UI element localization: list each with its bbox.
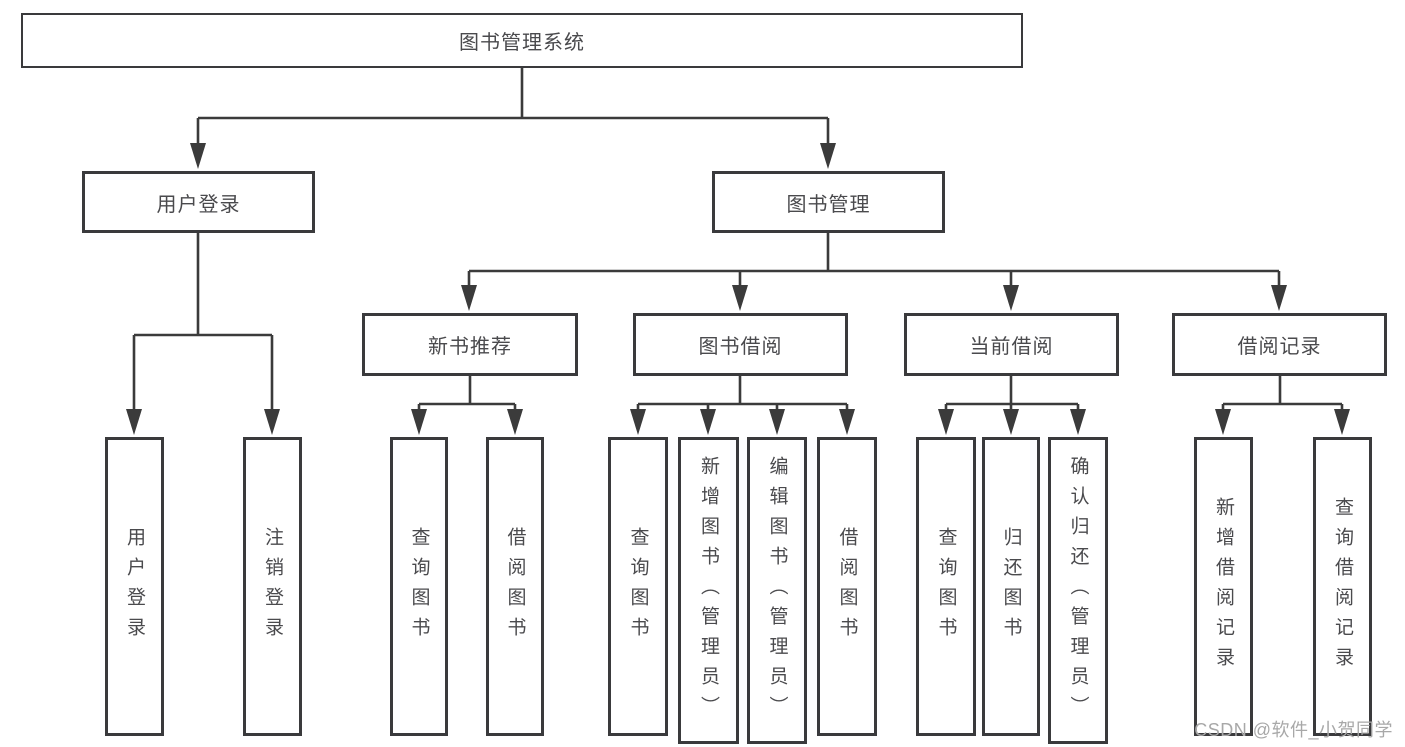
wire-currentborrow-to-leaves	[944, 376, 1080, 411]
arrow-down-icon	[264, 409, 280, 435]
leaf-confirm-return-admin: 确认归还（管理员）	[1048, 437, 1108, 744]
arrow-down-icon	[769, 409, 785, 435]
leaf-recommend-query-book: 查询图书	[390, 437, 448, 736]
leaf-borrow-query-book: 查询图书	[608, 437, 668, 736]
leaf-current-query-book: 查询图书	[916, 437, 976, 736]
wire-root-to-level2	[196, 68, 830, 145]
node-user-login: 用户登录	[82, 171, 315, 233]
leaf-query-borrow-record: 查询借阅记录	[1313, 437, 1372, 736]
leaf-borrow-borrow-book: 借阅图书	[817, 437, 877, 736]
node-current-borrow: 当前借阅	[904, 313, 1119, 376]
node-library-management-system: 图书管理系统	[21, 13, 1023, 68]
arrow-down-icon	[1334, 409, 1350, 435]
arrow-down-icon	[1215, 409, 1231, 435]
node-book-borrow: 图书借阅	[633, 313, 848, 376]
arrow-down-icon	[700, 409, 716, 435]
arrow-down-icon	[820, 143, 836, 169]
wire-bookborrow-to-leaves	[636, 376, 849, 411]
arrow-down-icon	[411, 409, 427, 435]
arrow-down-icon	[839, 409, 855, 435]
leaf-user-login: 用户登录	[105, 437, 164, 736]
arrow-down-icon	[938, 409, 954, 435]
node-new-book-recommend: 新书推荐	[362, 313, 578, 376]
arrow-down-icon	[126, 409, 142, 435]
watermark: CSDN @软件_小贺同学	[1194, 720, 1393, 740]
leaf-return-book: 归还图书	[982, 437, 1040, 736]
arrow-down-icon	[461, 285, 477, 311]
arrow-down-icon	[1003, 409, 1019, 435]
arrow-down-icon	[507, 409, 523, 435]
wire-bookmgmt-to-level3	[467, 233, 1281, 287]
arrow-down-icon	[190, 143, 206, 169]
arrow-down-icon	[630, 409, 646, 435]
leaf-add-borrow-record: 新增借阅记录	[1194, 437, 1253, 736]
leaf-add-book-admin: 新增图书（管理员）	[678, 437, 739, 744]
node-book-management: 图书管理	[712, 171, 945, 233]
arrow-down-icon	[1070, 409, 1086, 435]
arrow-down-icon	[1003, 285, 1019, 311]
node-borrow-record: 借阅记录	[1172, 313, 1387, 376]
wire-borrowrecord-to-leaves	[1221, 376, 1344, 411]
leaf-edit-book-admin: 编辑图书（管理员）	[747, 437, 807, 744]
arrow-down-icon	[1271, 285, 1287, 311]
arrow-down-icon	[732, 285, 748, 311]
wire-newbook-to-leaves	[417, 376, 517, 411]
wire-userlogin-to-leaves	[132, 233, 274, 411]
leaf-logout: 注销登录	[243, 437, 302, 736]
leaf-recommend-borrow-book: 借阅图书	[486, 437, 544, 736]
